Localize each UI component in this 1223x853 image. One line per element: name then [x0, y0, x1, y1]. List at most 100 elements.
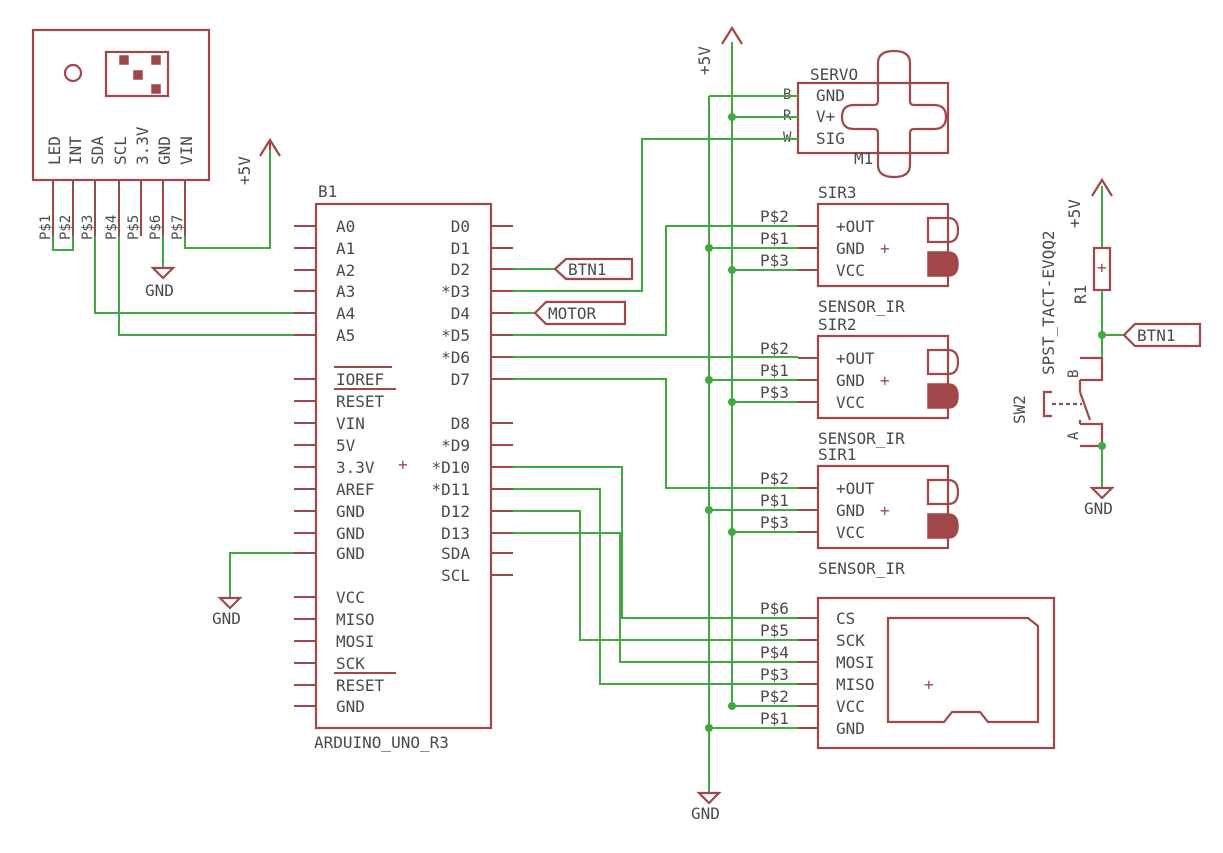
accel-pad-label: P$2 [58, 215, 74, 240]
arduino-left-pin-label: A3 [336, 282, 355, 301]
arduino-left-pin-label: GND [336, 544, 365, 563]
switch-pin-b: B [1066, 370, 1082, 378]
sensor-value: SENSOR_IR [818, 559, 905, 578]
servo-pin-label: GND [816, 86, 845, 105]
sensor-pin-label: +OUT [836, 217, 875, 236]
sensor-pin-label: GND [836, 501, 865, 520]
arduino-right-pin-label: *D9 [441, 436, 470, 455]
sd-pin-label: GND [836, 719, 865, 738]
arduino-left-pin-label: A1 [336, 239, 355, 258]
accel-pad-label: P$6 [148, 215, 164, 240]
arduino-left-pin-label: 3.3V [336, 458, 375, 477]
sensor-pad-label: P$1 [760, 361, 789, 380]
gnd-label: GND [691, 804, 720, 823]
emitter [926, 216, 960, 244]
arduino-right-pin-label: SDA [441, 544, 470, 563]
gnd-label: GND [212, 609, 241, 628]
arduino-left-pin-label: IOREF [336, 370, 384, 389]
motor-label: MOTOR [548, 304, 597, 323]
plus5v-label: +5V [235, 156, 254, 185]
accel-pin-label: GND [155, 136, 174, 165]
sensor-pin-label: VCC [836, 523, 865, 542]
receiver [927, 383, 959, 409]
gnd-label: GND [1084, 499, 1113, 518]
arduino-right-pin-label: D12 [441, 502, 470, 521]
resistor-ref: R1 [1071, 285, 1090, 304]
receiver [927, 513, 959, 539]
sensor-body [816, 334, 950, 420]
servo-motor: SERVO M1 GND V+ SIG B R W [783, 49, 950, 179]
sensor-pad-label: P$1 [760, 491, 789, 510]
arduino-gnd-wire: GND [212, 552, 294, 628]
arduino-right-pin-label: D1 [451, 239, 470, 258]
gnd-label: GND [145, 281, 174, 300]
gnd-supply-accel: GND [145, 266, 176, 300]
sensor-name: SIR1 [818, 445, 857, 464]
arduino-left-pin-label: GND [336, 502, 365, 521]
origin-cross: + [880, 501, 890, 520]
switch-pin-a: A [1066, 431, 1082, 440]
sensor-pad-label: P$2 [760, 207, 789, 226]
sd-pad-label: P$3 [760, 665, 789, 684]
accel-pad-label: P$5 [126, 215, 142, 240]
sensor-value: SENSOR_IR [818, 297, 905, 316]
arduino-left-pin-label: RESET [336, 676, 385, 695]
arduino-left-pin-label: A4 [336, 304, 355, 323]
origin-cross: + [398, 455, 408, 474]
servo-name: SERVO [810, 65, 858, 84]
btn1-net-label-arduino: BTN1 [513, 257, 634, 281]
accel-pin-label: SCL [111, 136, 130, 165]
accel-pin-label: VIN [177, 136, 196, 165]
accel-pin-label: SDA [88, 136, 107, 165]
sd-pad-label: P$1 [760, 709, 789, 728]
receiver [927, 251, 959, 277]
arduino-left-pin-label: 5V [336, 436, 356, 455]
accel-pin-label: 3.3V [133, 126, 152, 165]
arduino-right-pins: D0D1D2*D3D4*D5*D6D7D8*D9*D10*D11D12D13SD… [431, 217, 513, 585]
sensor-pin-label: +OUT [836, 349, 875, 368]
servo-pin-label: SIG [816, 129, 845, 148]
arduino-right-pin-label: D8 [451, 414, 470, 433]
sensor-pad-label: P$2 [760, 339, 789, 358]
arduino-value: ARDUINO_UNO_R3 [314, 733, 449, 752]
arduino-left-pin-label: GND [336, 524, 365, 543]
emitter [926, 348, 960, 376]
sensor-pin-label: VCC [836, 261, 865, 280]
arduino-left-pin-label: AREF [336, 480, 375, 499]
arduino-right-pin-label: D0 [451, 217, 470, 236]
sensor-pin-label: GND [836, 371, 865, 390]
pullup-resistor: +5V + R1 BTN1 [1065, 177, 1202, 358]
arduino-left-pin-label: MOSI [336, 632, 375, 651]
arduino-ref: B1 [318, 182, 337, 201]
sd-pin-label: SCK [836, 631, 865, 650]
ir-sensors: SIR3SENSOR_IR+OUTP$2GNDP$1VCCP$3+SIR2SEN… [705, 183, 960, 578]
accelerometer-wires [52, 146, 294, 336]
sd-pad-label: P$6 [760, 599, 789, 618]
sd-pad-label: P$4 [760, 643, 789, 662]
sd-pin-label: CS [836, 609, 855, 628]
origin-cross: + [880, 371, 890, 390]
sensor-pad-label: P$3 [760, 251, 789, 270]
sensor-pad-label: P$3 [760, 513, 789, 532]
sd-pad-label: P$5 [760, 621, 789, 640]
plus5v-label: +5V [695, 46, 714, 75]
accelerometer-pin-labels: LED INT SDA SCL 3.3V GND VIN P$1 P$2 P$3… [38, 126, 196, 240]
sd-wires [513, 466, 798, 685]
sensor-pin-label: +OUT [836, 479, 875, 498]
sensor-pad-label: P$3 [760, 383, 789, 402]
origin-cross: + [1097, 258, 1107, 277]
accel-pin-label: LED [45, 136, 64, 165]
arduino-right-pin-label: D2 [451, 260, 470, 279]
accelerometer-module [31, 28, 211, 236]
servo-pin-label: V+ [816, 107, 835, 126]
plus5v-supply-accel: +5V [235, 137, 281, 185]
sd-pin-label: MOSI [836, 653, 875, 672]
sd-card-module: + [816, 596, 1056, 750]
accel-pin-label: INT [66, 136, 85, 165]
servo-ref: M1 [854, 149, 873, 168]
sd-pad-label: P$2 [760, 687, 789, 706]
